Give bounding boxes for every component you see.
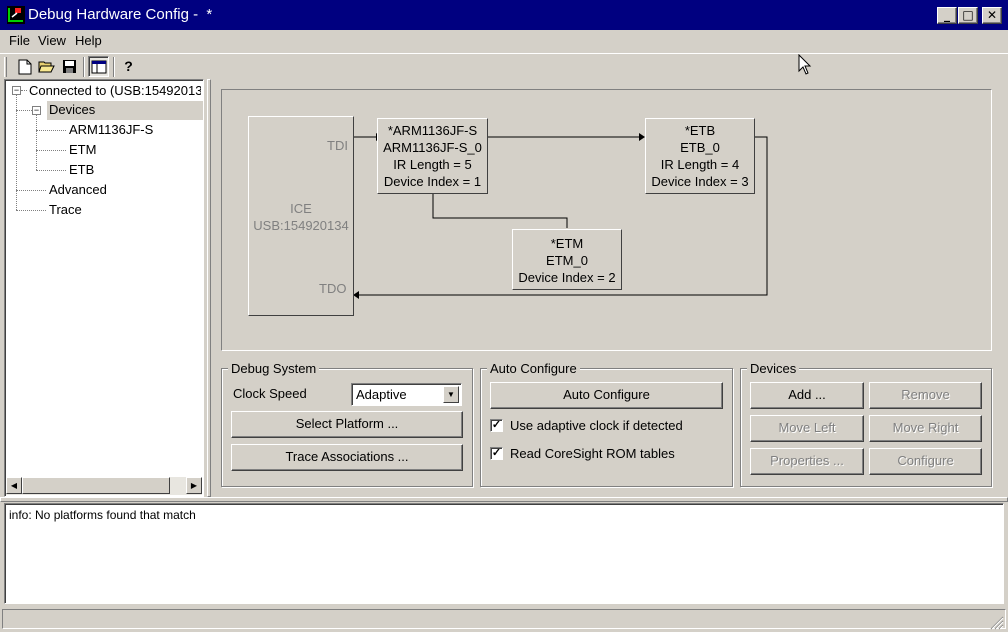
remove-device-button[interactable]: Remove [869,382,982,409]
tree-root-connection[interactable]: Connected to (USB:15492013 [29,83,201,98]
tree-line [36,115,37,170]
adaptive-clock-checkbox[interactable]: ✓ [490,419,503,432]
device-type: *ETM [550,236,584,251]
device-index: Device Index = 1 [383,174,482,189]
open-folder-icon[interactable] [36,56,57,77]
device-name: ETB_0 [680,140,720,155]
device-tree[interactable]: − Connected to (USB:15492013 − Devices A… [4,79,204,497]
device-name: ARM1136JF-S_0 [383,140,482,155]
device-block-arm1136jf-s[interactable]: *ARM1136JF-S ARM1136JF-S_0 IR Length = 5… [377,118,488,194]
auto-configure-group [480,368,733,487]
move-right-button[interactable]: Move Right [869,415,982,442]
select-platform-button[interactable]: Select Platform ... [231,411,463,438]
tree-line [16,110,32,111]
maximize-button[interactable]: □ [958,7,978,24]
trace-associations-button[interactable]: Trace Associations ... [231,444,463,471]
chevron-down-icon[interactable]: ▼ [443,386,459,403]
move-left-button[interactable]: Move Left [750,415,864,442]
tree-item-etb[interactable]: ETB [69,162,95,177]
scroll-thumb[interactable] [22,477,170,494]
auto-configure-title: Auto Configure [487,361,580,376]
tree-line [36,150,66,151]
console-text: info: No platforms found that match [9,508,196,522]
toolbar-grip [4,57,7,77]
devices-group [740,368,992,487]
coresight-label[interactable]: Read CoreSight ROM tables [510,446,675,461]
tree-line [16,95,17,210]
menu-view[interactable]: View [38,33,66,48]
app-icon [7,6,25,24]
devices-title: Devices [747,361,800,376]
device-block-etb[interactable]: *ETB ETB_0 IR Length = 4 Device Index = … [645,118,755,194]
add-device-button[interactable]: Add ... [750,382,864,409]
ice-block[interactable]: TDI ICE USB:154920134 TDO [248,116,354,316]
title-bar[interactable]: Debug Hardware Config - * _ □ ✕ [0,0,1008,30]
save-icon[interactable] [59,56,80,77]
toolbar-separator [83,57,85,77]
window-title: Debug Hardware Config - * [28,6,213,23]
help-icon[interactable]: ? [124,58,133,74]
collapse-icon[interactable]: − [12,85,21,95]
configure-button[interactable]: Configure [869,448,982,475]
menu-help[interactable]: Help [75,33,102,48]
ir-length: IR Length = 5 [393,157,472,172]
tree-line [16,210,46,211]
status-pane [2,609,1006,629]
scroll-right-icon[interactable]: ▶ [186,477,202,494]
ice-label: ICE [290,201,312,216]
device-index: Device Index = 3 [651,174,749,189]
tree-line [36,130,66,131]
tree-line [21,90,27,91]
status-bar [0,606,1008,632]
menu-bar [0,30,1008,52]
mouse-cursor-icon [798,54,812,75]
new-file-icon[interactable] [14,56,35,77]
tree-line [36,170,66,171]
adaptive-clock-label[interactable]: Use adaptive clock if detected [510,418,683,433]
device-type: *ETB [684,123,716,138]
ir-length: IR Length = 4 [660,157,740,172]
scroll-left-icon[interactable]: ◀ [6,477,22,494]
tree-item-etm[interactable]: ETM [69,142,97,157]
device-index: Device Index = 2 [518,270,616,285]
toolbar-separator [113,57,115,77]
resize-grip-icon[interactable] [990,616,1004,630]
device-block-etm[interactable]: *ETM ETM_0 Device Index = 2 [512,229,622,290]
close-button[interactable]: ✕ [982,7,1002,24]
coresight-checkbox[interactable]: ✓ [490,447,503,460]
minimize-button[interactable]: _ [937,7,957,24]
layout-icon[interactable] [88,56,109,77]
auto-configure-button[interactable]: Auto Configure [490,382,723,409]
tree-item-advanced[interactable]: Advanced [49,182,107,197]
tdi-label: TDI [327,138,348,153]
diagram-connections [353,133,768,299]
vertical-splitter[interactable] [207,79,211,497]
tree-item-trace[interactable]: Trace [49,202,82,217]
clock-speed-label: Clock Speed [233,386,307,401]
output-console[interactable]: info: No platforms found that match [4,503,1004,604]
scan-chain-diagram: TDI ICE USB:154920134 TDO *ARM1136JF-S A… [221,89,992,351]
tree-horizontal-scrollbar[interactable]: ◀ ▶ [6,477,202,495]
collapse-icon[interactable]: − [32,105,41,115]
tree-item-arm1136jf-s[interactable]: ARM1136JF-S [69,122,154,137]
tree-line [16,190,46,191]
debug-system-title: Debug System [228,361,320,376]
ice-usb-label: USB:154920134 [253,218,349,233]
debug-system-group [221,368,473,487]
horizontal-splitter[interactable] [0,497,1008,502]
clock-speed-select[interactable]: Adaptive ▼ [351,383,462,406]
properties-button[interactable]: Properties ... [750,448,864,475]
device-name: ETM_0 [546,253,588,268]
tree-item-devices[interactable]: Devices [47,101,203,120]
clock-speed-value: Adaptive [356,387,407,402]
tdo-label: TDO [319,281,347,296]
toolbar [0,53,1008,79]
menu-file[interactable]: File [9,33,30,48]
device-type: *ARM1136JF-S [387,123,478,138]
